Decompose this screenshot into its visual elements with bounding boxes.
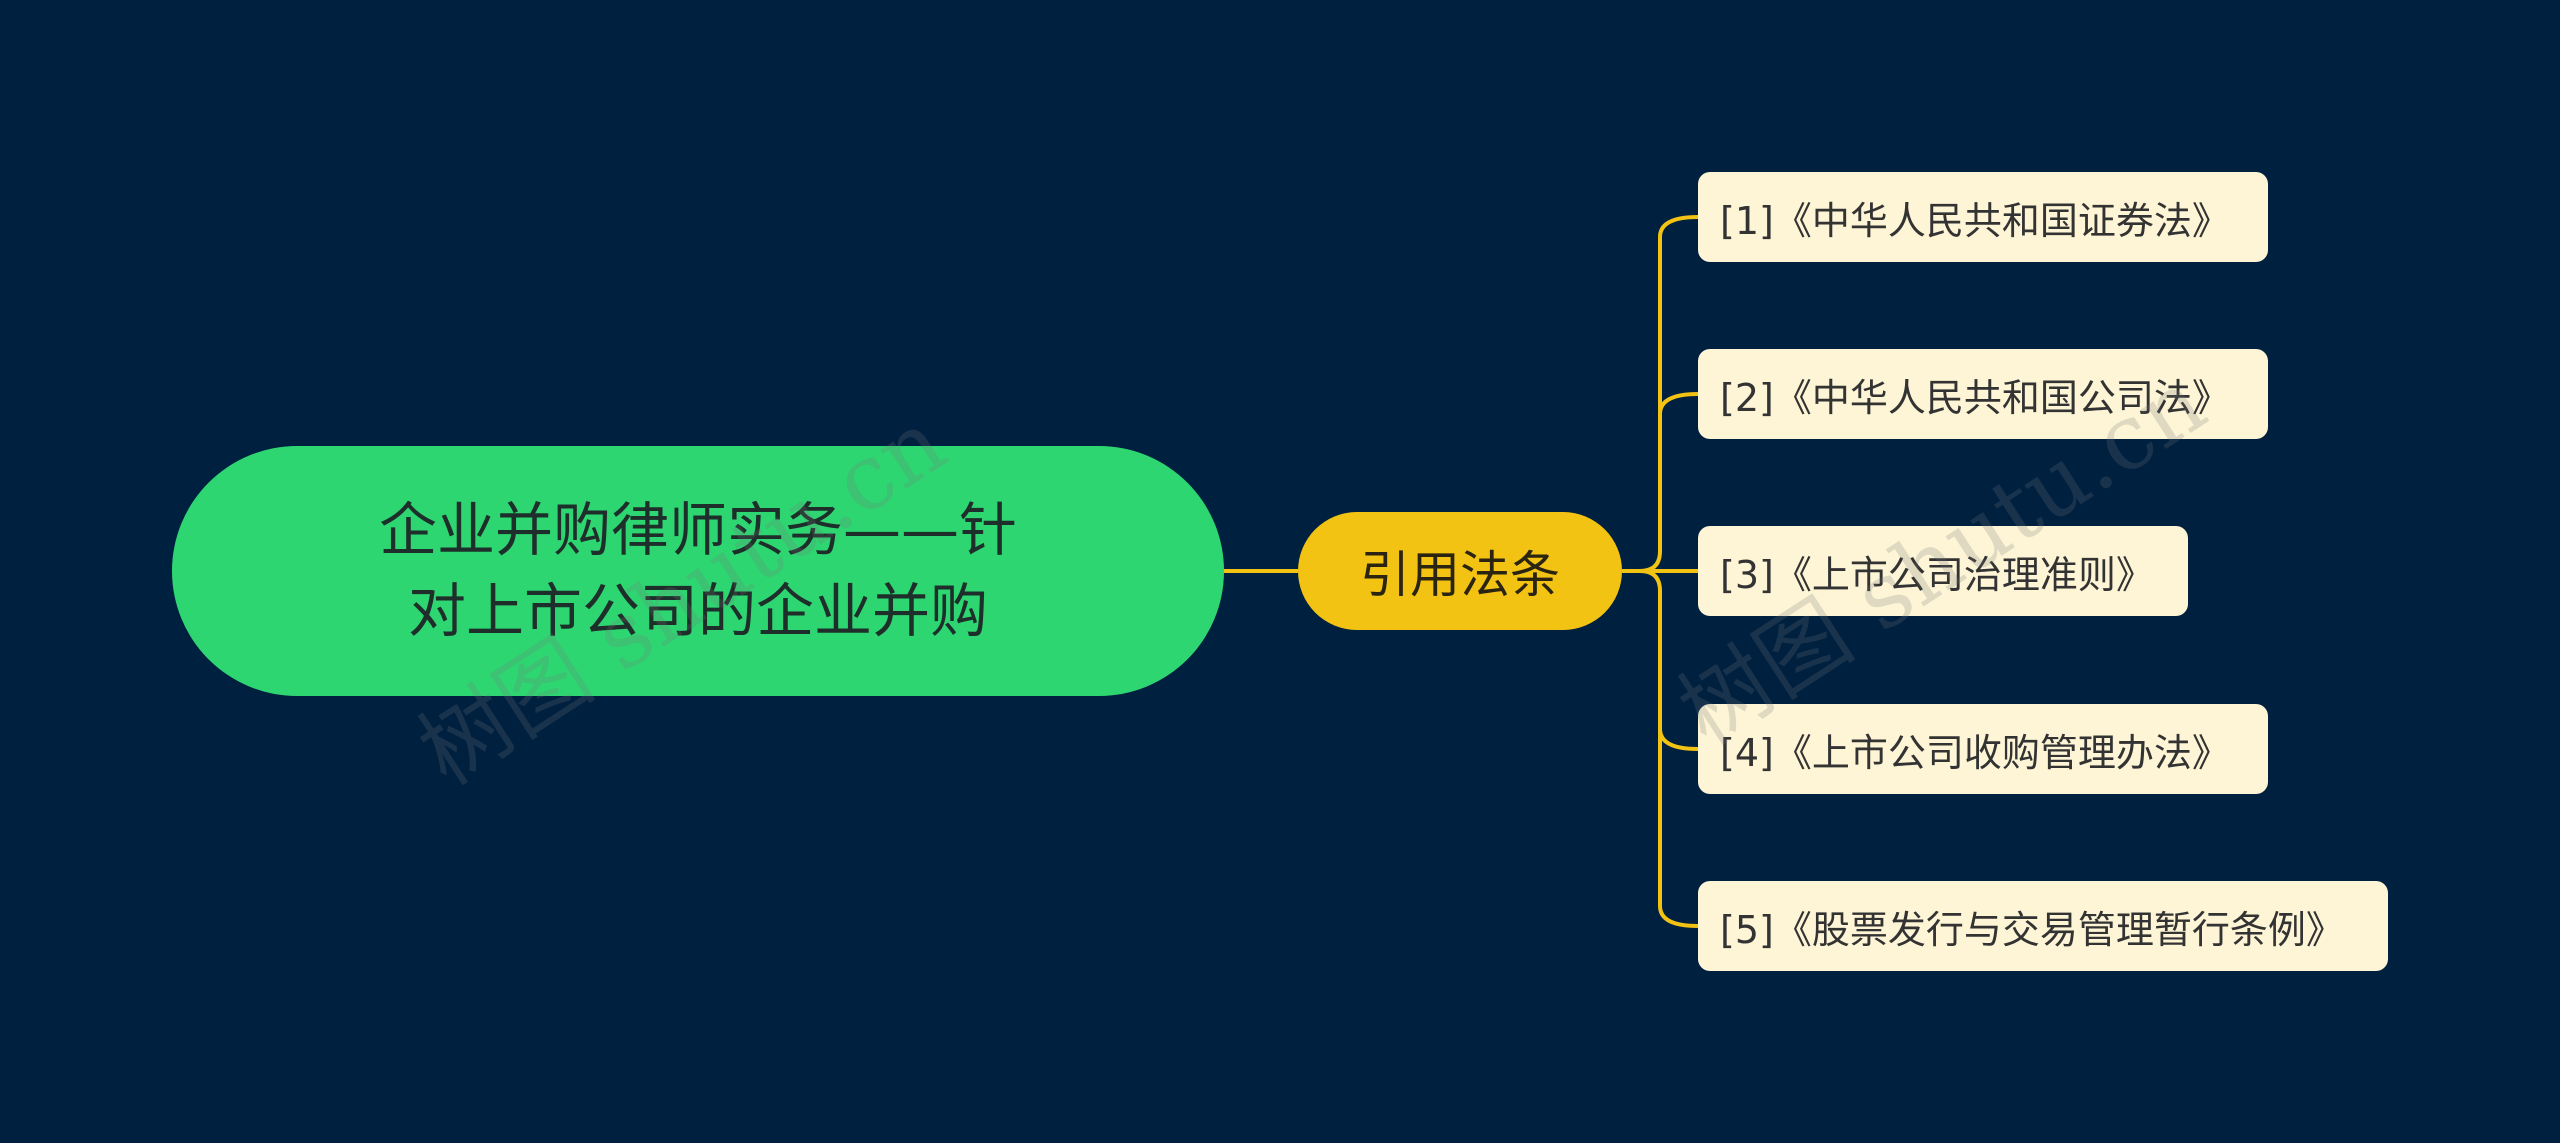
branch-topic-cited-laws[interactable]: 引用法条 xyxy=(1298,512,1622,630)
leaf-topic-5[interactable]: [5]《股票发行与交易管理暂行条例》 xyxy=(1698,881,2388,971)
leaf-topic-2[interactable]: [2]《中华人民共和国公司法》 xyxy=(1698,349,2268,439)
leaf-connector-4 xyxy=(1639,569,1699,751)
root-topic-line-1: 企业并购律师实务——针 xyxy=(378,495,1017,564)
leaf-connector-5 xyxy=(1658,729,1699,928)
leaf-topic-label: [1]《中华人民共和国证券法》 xyxy=(1720,198,2230,243)
leaf-topic-1[interactable]: [1]《中华人民共和国证券法》 xyxy=(1698,172,2268,262)
branch-topic-label: 引用法条 xyxy=(1360,546,1560,604)
leaf-topic-label: [3]《上市公司治理准则》 xyxy=(1720,552,2154,597)
leaf-topic-label: [2]《中华人民共和国公司法》 xyxy=(1720,375,2230,420)
root-topic[interactable]: 企业并购律师实务——针 对上市公司的企业并购 xyxy=(172,446,1224,696)
leaf-topic-4[interactable]: [4]《上市公司收购管理办法》 xyxy=(1698,704,2268,794)
leaf-topic-3[interactable]: [3]《上市公司治理准则》 xyxy=(1698,526,2188,616)
root-topic-line-2: 对上市公司的企业并购 xyxy=(407,577,988,645)
root-topic-text: 企业并购律师实务——针 对上市公司的企业并购 xyxy=(379,490,1017,652)
leaf-topic-label: [4]《上市公司收购管理办法》 xyxy=(1720,730,2230,775)
leaf-connector-2 xyxy=(1658,392,1699,551)
leaf-topic-label: [5]《股票发行与交易管理暂行条例》 xyxy=(1720,907,2344,952)
